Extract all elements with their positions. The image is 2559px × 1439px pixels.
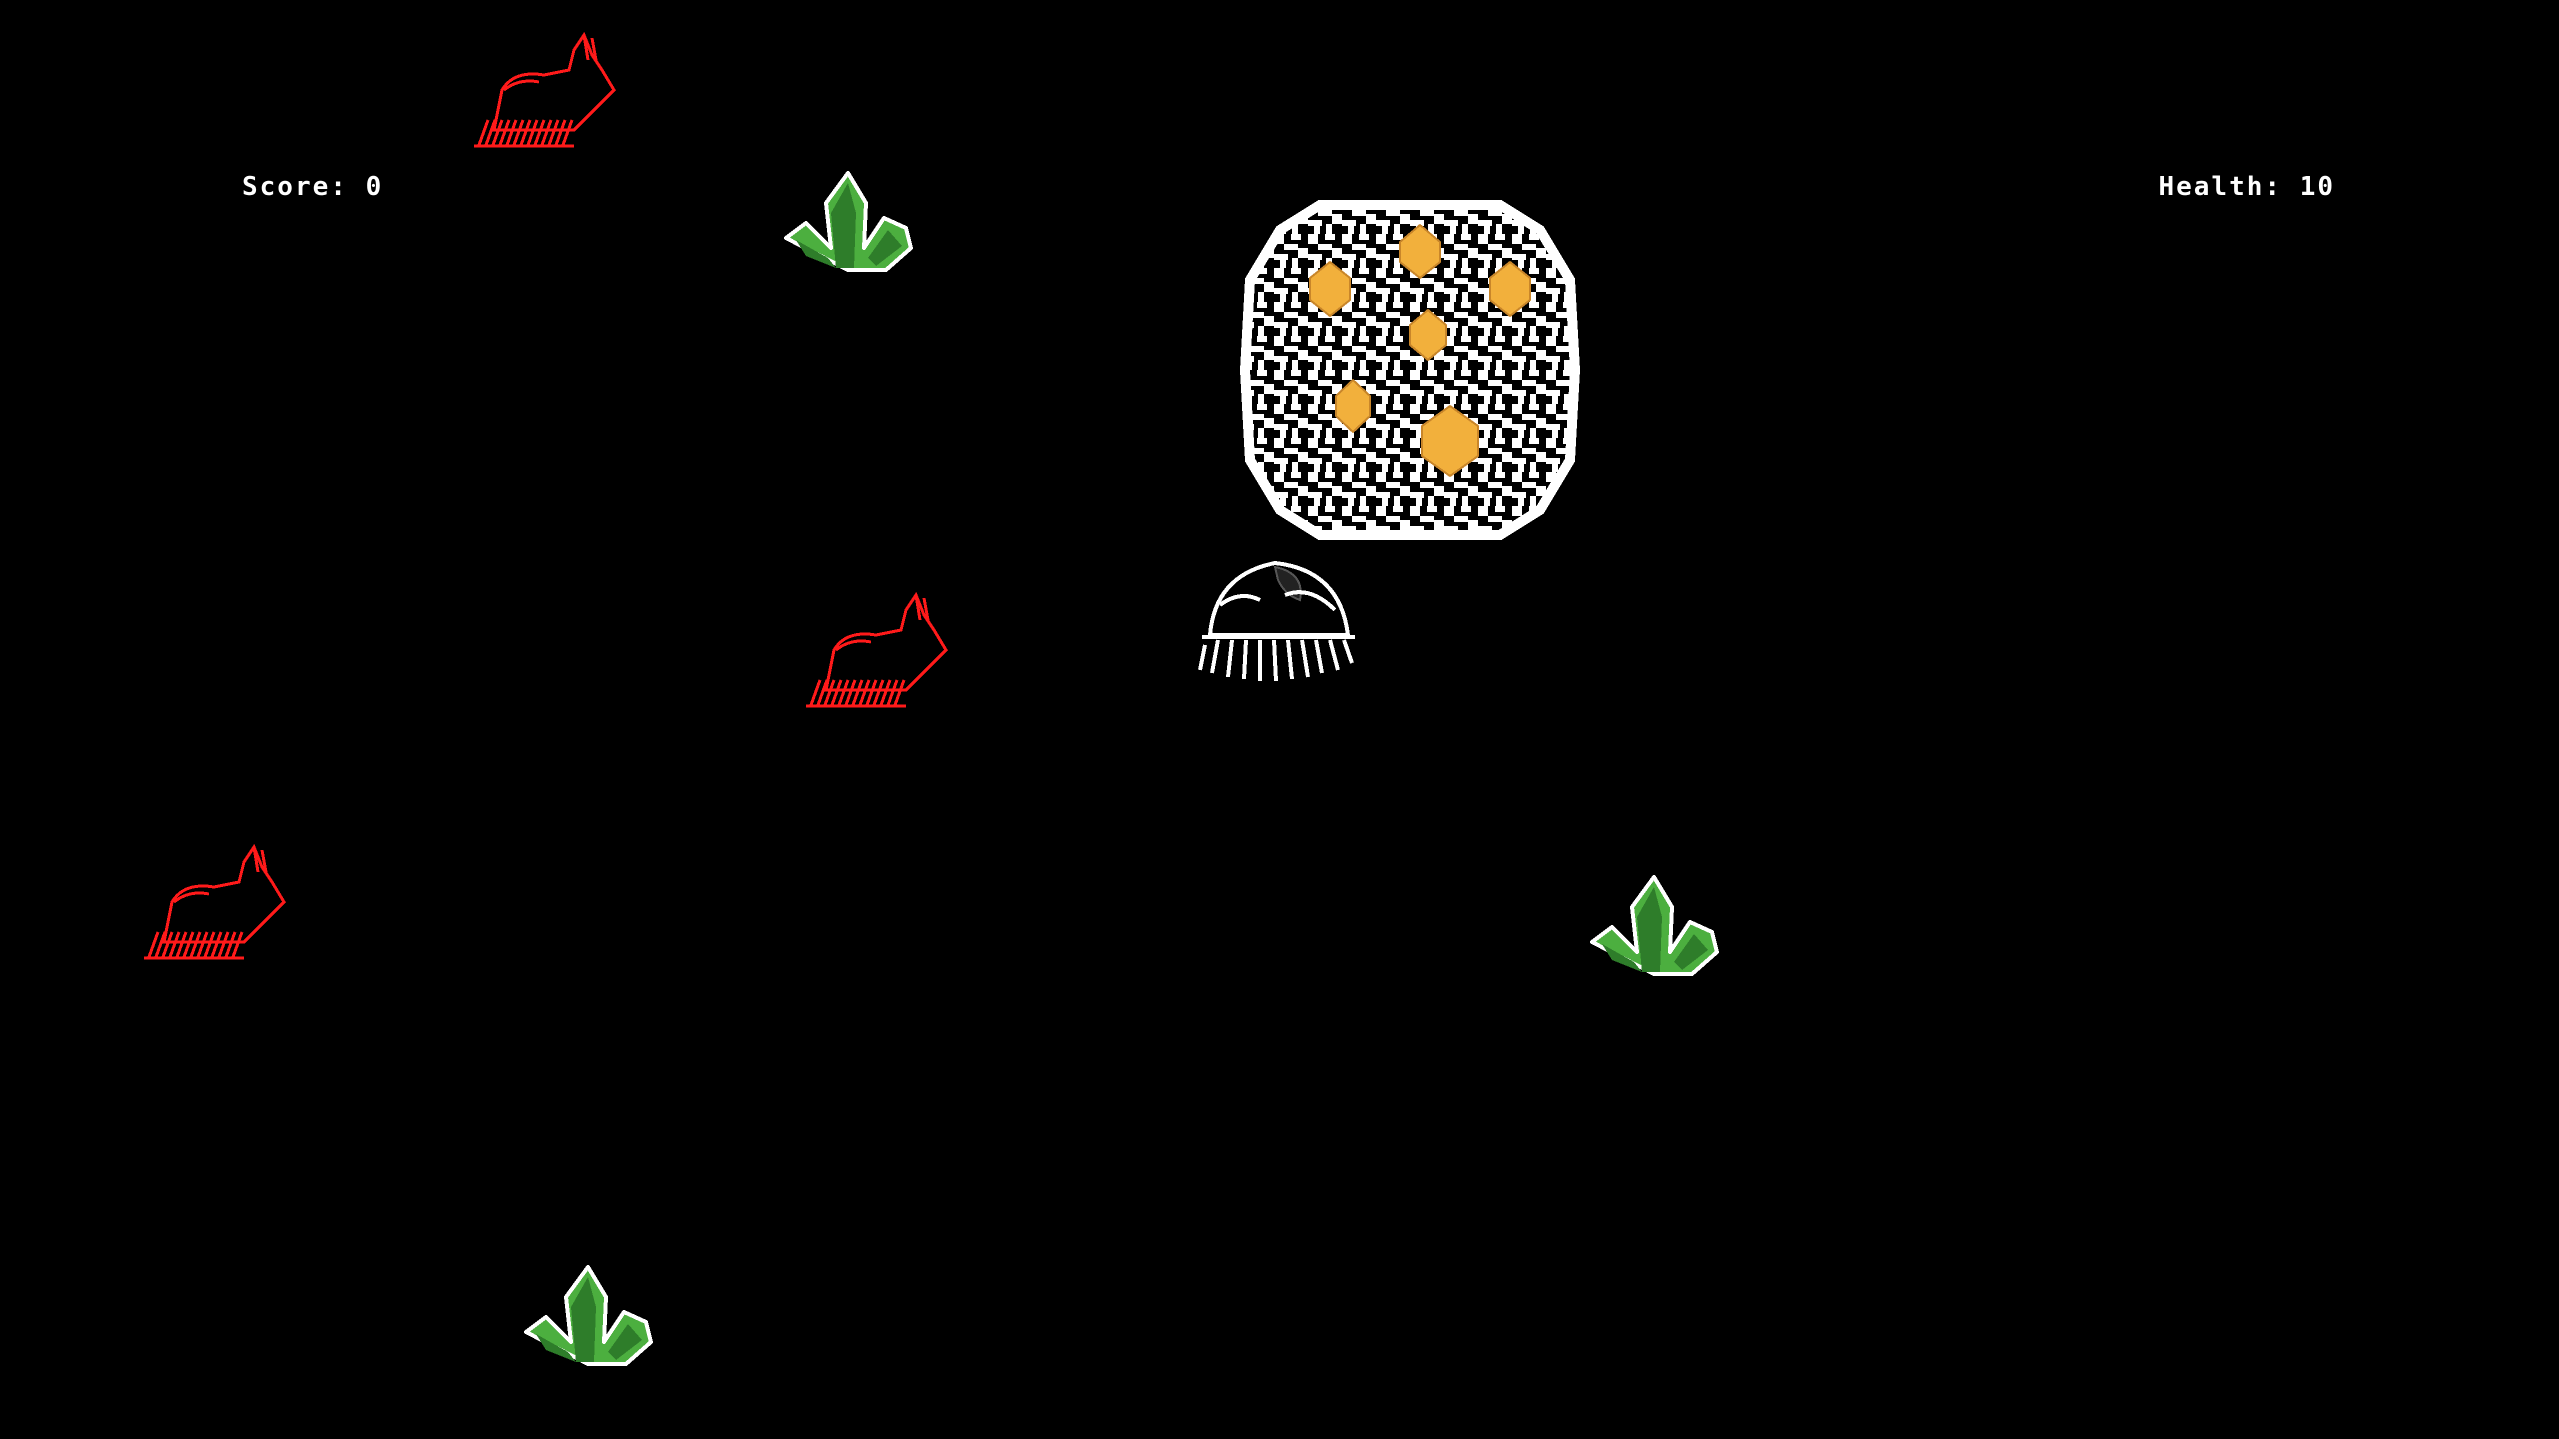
score-display: Score: 0 bbox=[242, 174, 383, 200]
health-label: Health: bbox=[2158, 172, 2283, 202]
rabbit-icon bbox=[144, 843, 286, 960]
rabbit-enemy-1[interactable] bbox=[474, 30, 619, 150]
plant-icon bbox=[784, 171, 913, 272]
grass-plant-1[interactable] bbox=[776, 168, 921, 278]
rabbit-icon bbox=[474, 31, 616, 148]
grass-plant-2[interactable] bbox=[1582, 872, 1727, 982]
nest-icon bbox=[1240, 200, 1580, 540]
health-display: Health: 10 bbox=[2158, 174, 2335, 200]
rabbit-enemy-3[interactable] bbox=[144, 842, 289, 962]
plant-icon bbox=[1590, 875, 1719, 976]
health-value: 10 bbox=[2299, 172, 2335, 202]
rabbit-enemy-2[interactable] bbox=[806, 590, 951, 710]
egg-nest[interactable] bbox=[1240, 200, 1580, 540]
player-shell-creature[interactable] bbox=[1190, 555, 1365, 685]
shell-creature-icon bbox=[1198, 560, 1355, 682]
grass-plant-3[interactable] bbox=[516, 1262, 661, 1372]
plant-icon bbox=[524, 1265, 653, 1366]
rabbit-icon bbox=[806, 591, 948, 708]
score-label: Score: bbox=[242, 172, 348, 202]
score-value: 0 bbox=[365, 172, 384, 202]
